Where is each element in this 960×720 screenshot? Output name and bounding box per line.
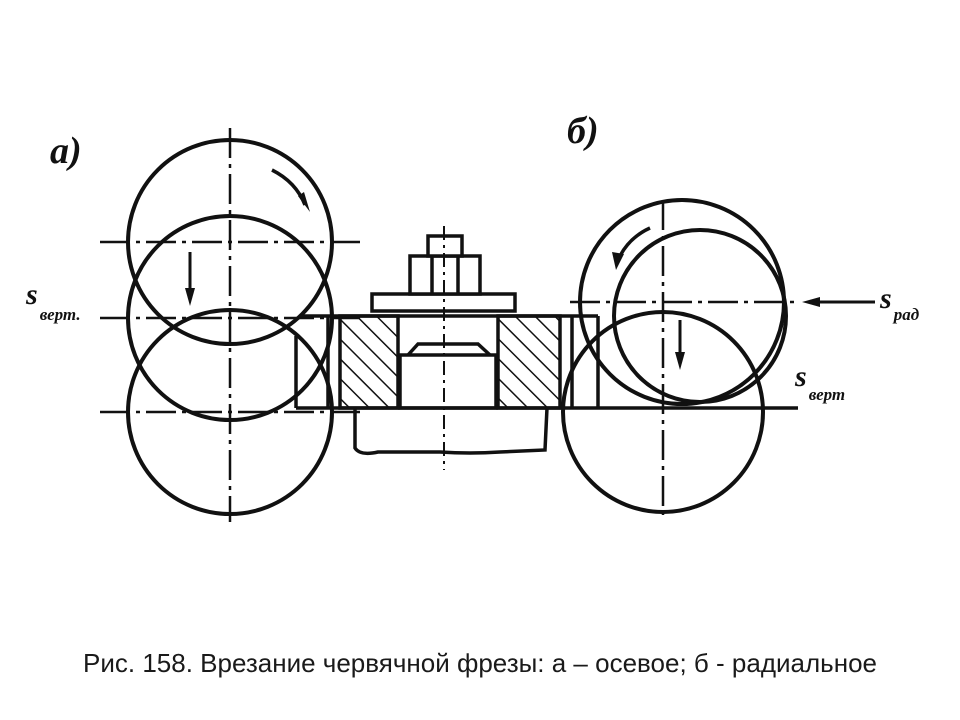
arbor-base — [353, 407, 549, 456]
feed-subscript: верт. — [39, 305, 81, 324]
feed-symbol: s — [880, 282, 892, 315]
fixture-assembly — [338, 234, 562, 456]
gear-blank-right-section — [496, 314, 562, 410]
label-a: а) — [50, 130, 82, 172]
variant-a-axes — [100, 128, 360, 522]
figure-caption: Рис. 158. Врезание червячной фрезы: а – … — [83, 648, 877, 678]
center-spacer — [398, 353, 498, 410]
gear-blank-left-section — [338, 314, 400, 410]
variant-b-hob-positions — [561, 198, 788, 514]
feed-subscript: верт — [808, 385, 846, 404]
feed-arrow-down-b — [675, 320, 685, 370]
reference-lines — [294, 314, 798, 410]
vertical-feed-label-left: sверт. — [26, 278, 81, 324]
variant-b-axes — [570, 200, 800, 515]
feed-subscript: рад — [893, 305, 920, 324]
feed-symbol: s — [795, 360, 807, 393]
feed-arrow-down-a — [185, 252, 195, 306]
label-b: б) — [567, 110, 599, 152]
hob-circle-final — [612, 228, 788, 404]
vertical-feed-label-right: sверт — [795, 360, 845, 404]
radial-feed-arrow — [802, 297, 875, 307]
feed-symbol: s — [26, 278, 38, 311]
rotation-arrow-b — [612, 226, 651, 270]
rotation-arrow-a — [271, 168, 310, 212]
hob-plunge-diagram — [100, 128, 875, 522]
